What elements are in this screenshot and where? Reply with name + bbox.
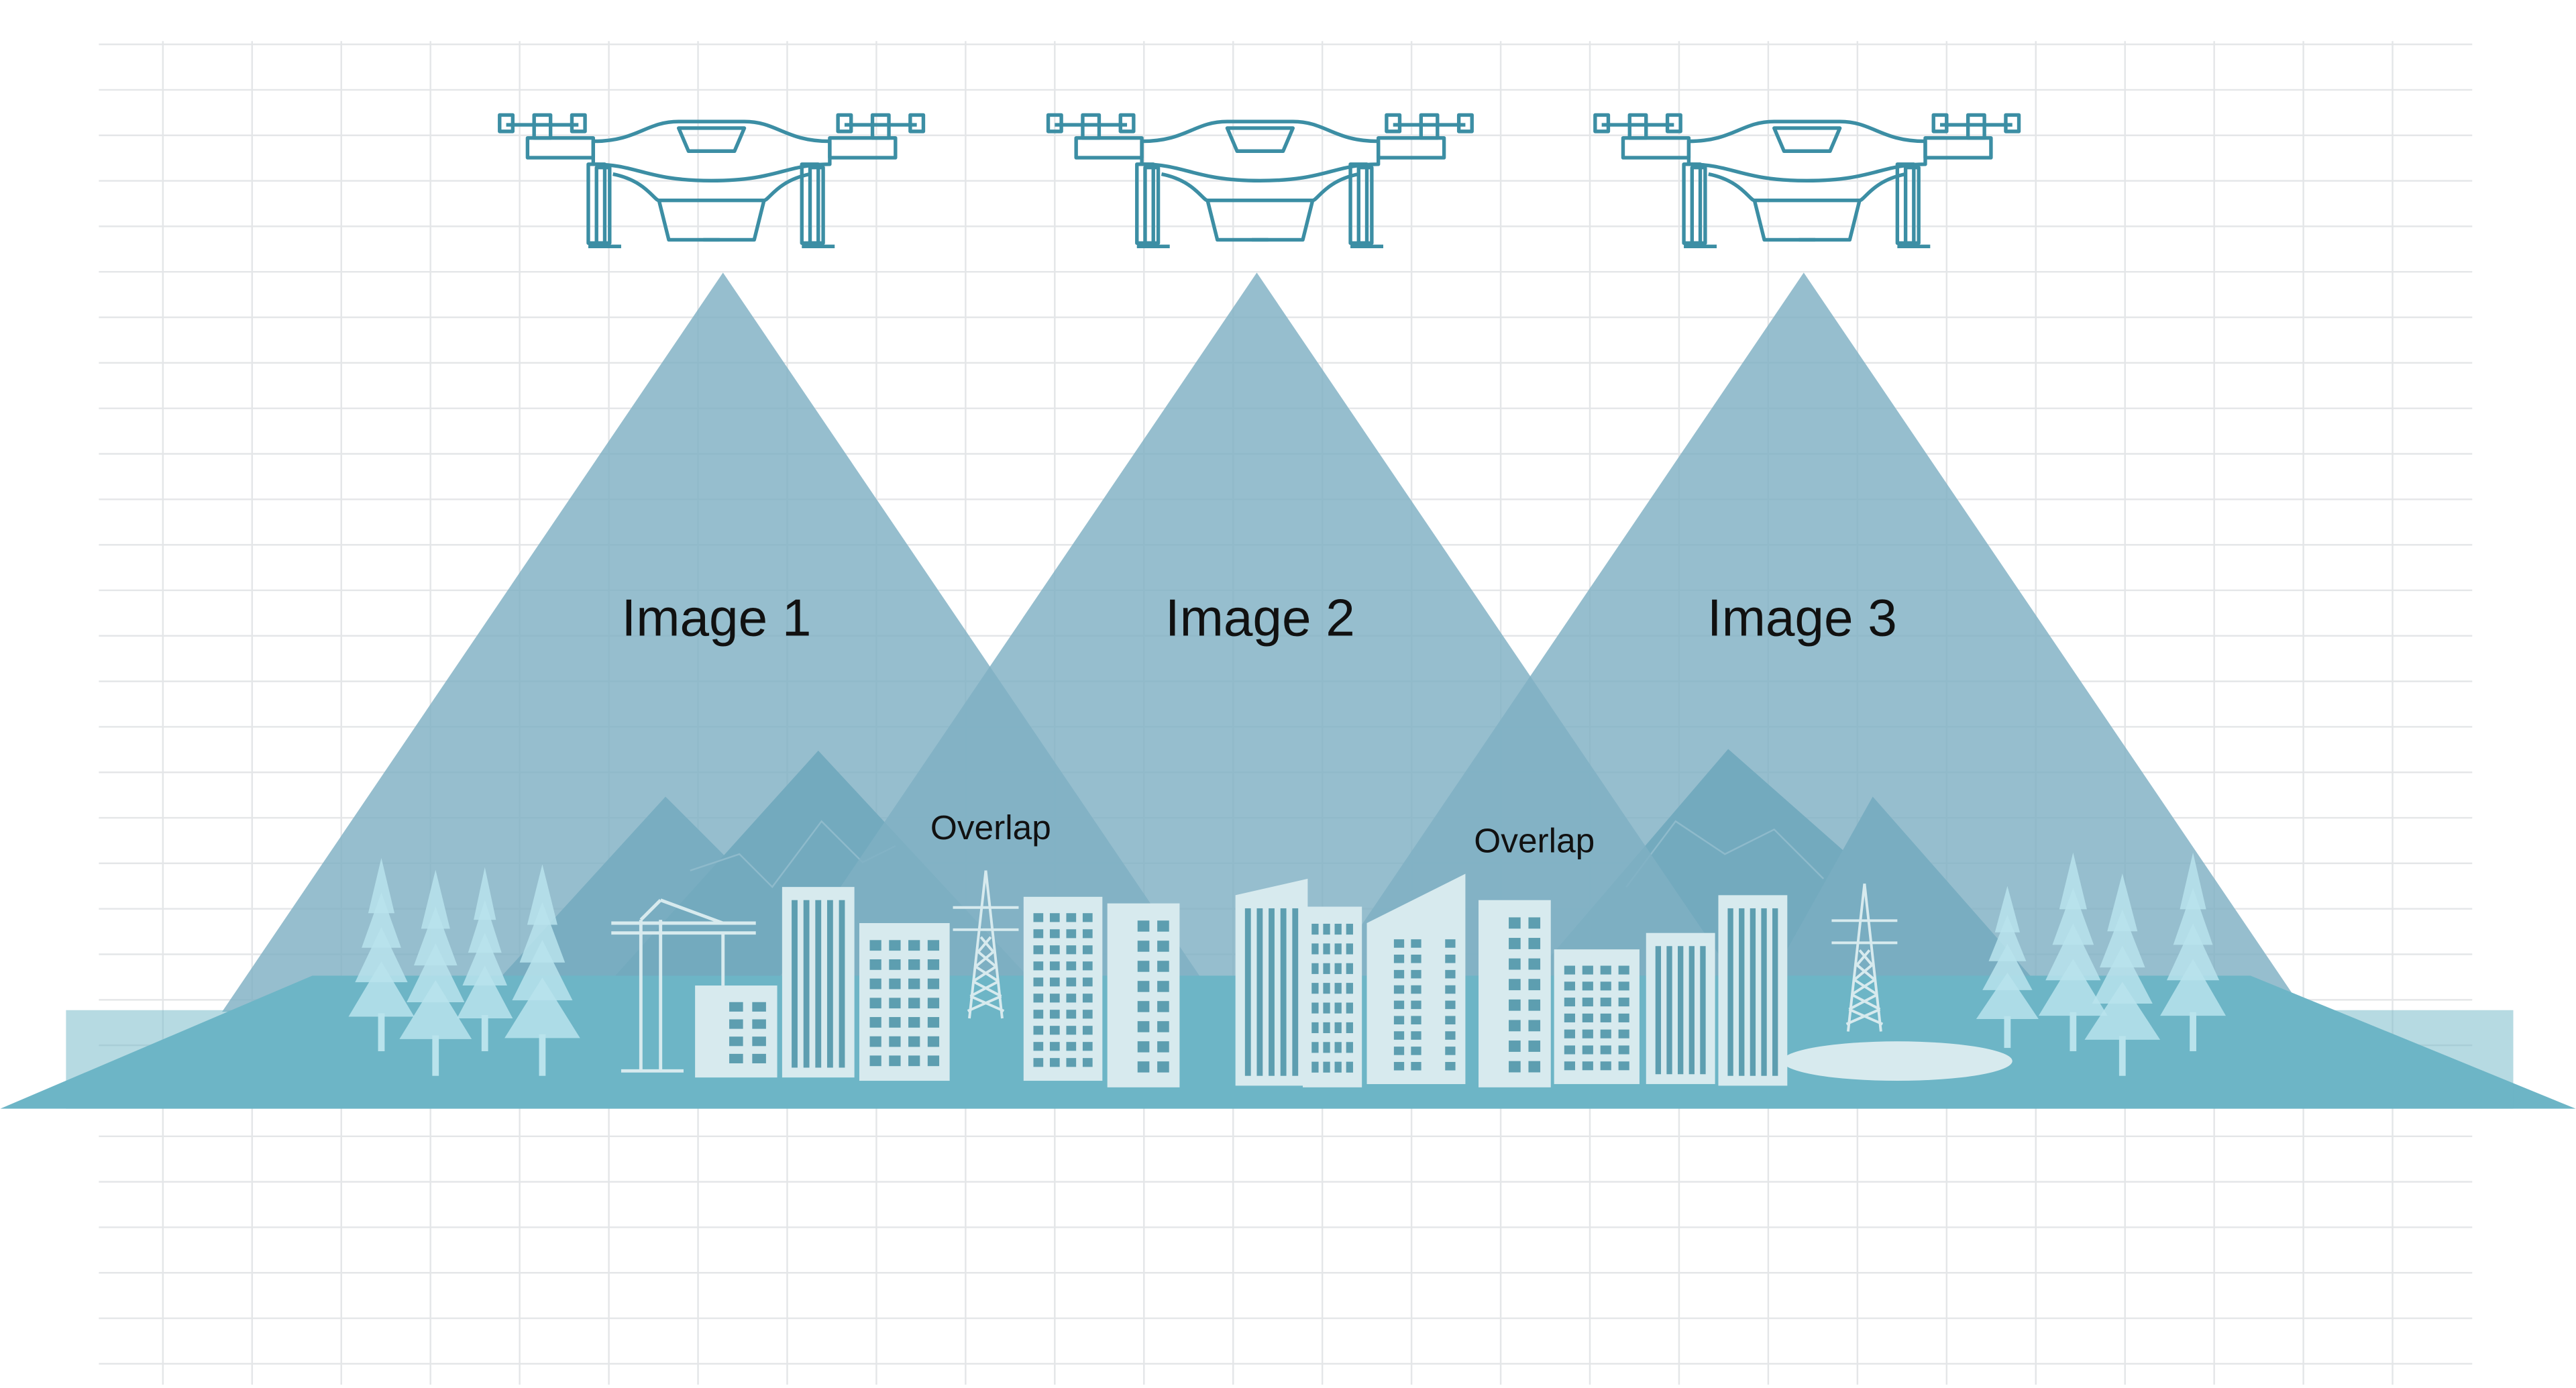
building-icon [1023, 896, 1103, 1081]
camera-cones [221, 272, 2305, 1012]
tree-icon [2084, 873, 2161, 1076]
trees [348, 852, 2226, 1076]
building-icon [1718, 895, 1788, 1086]
tree-icon [457, 867, 513, 1051]
building-icon [782, 887, 855, 1078]
building-icon [1646, 932, 1715, 1084]
lake [1782, 1041, 2012, 1081]
drone-icon [1046, 113, 1474, 248]
tree-icon [1976, 886, 2039, 1049]
building-icon [695, 985, 777, 1078]
building-icon [1303, 906, 1362, 1087]
image-label-2: Image 2 [1165, 588, 1355, 647]
drone-icon [498, 113, 926, 248]
drone-icon [1593, 113, 2021, 248]
drones [498, 113, 2021, 248]
image-label-3: Image 3 [1707, 588, 1897, 647]
buildings [695, 873, 1788, 1087]
building-icon [1554, 949, 1640, 1084]
camera-cone-3 [1303, 272, 2305, 1012]
tree-icon [348, 858, 415, 1051]
tree-icon [2038, 852, 2108, 1051]
building-icon [859, 923, 950, 1081]
power-tower-icon [953, 870, 1019, 1019]
overlap-label-1: Overlap [930, 808, 1051, 847]
labels: Image 1 Image 2 Image 3 Overlap Overlap [621, 588, 1896, 860]
image-label-1: Image 1 [621, 588, 811, 647]
building-icon [1479, 900, 1551, 1087]
building-icon [1107, 903, 1180, 1087]
building-icon [1366, 873, 1466, 1084]
power-towers [953, 870, 1898, 1032]
tree-icon [399, 869, 472, 1076]
tree-icon [504, 864, 580, 1076]
building-icon [1235, 878, 1308, 1086]
overlap-label-2: Overlap [1474, 821, 1595, 860]
power-tower-icon [1831, 884, 1898, 1032]
tree-icon [2160, 852, 2226, 1051]
crane-icon [611, 898, 756, 1073]
